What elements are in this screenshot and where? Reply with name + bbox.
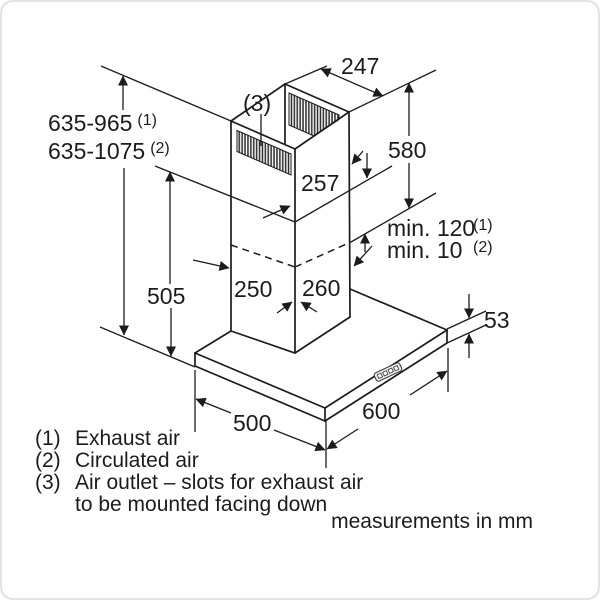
control-button	[382, 370, 389, 377]
dimension-labels: 247 (3) 635-965 (1) 635-1075 (2) 580 257 m…	[48, 53, 510, 436]
air-outlet-slots-left	[236, 129, 292, 176]
dim-label-257: 257	[301, 170, 339, 196]
legend-item-1-marker: (1)	[35, 427, 61, 450]
control-panel	[373, 362, 403, 382]
control-button	[387, 367, 394, 374]
legend-item-1-text: Exhaust air	[75, 427, 180, 450]
dim-value: min. 10	[387, 237, 462, 263]
dim-label-250: 250	[234, 276, 272, 302]
dim-label-total-height-2: 635-1075 (2)	[48, 138, 170, 164]
dim-ref: (2)	[150, 140, 170, 157]
dim-ref: (2)	[473, 239, 493, 256]
dimension-annotations	[99, 65, 487, 468]
dim-label-min-120: min. 120(1)	[387, 215, 493, 241]
units-note: measurements in mm	[331, 510, 533, 533]
legend: (1) Exhaust air (2) Circulated air (3) A…	[35, 427, 533, 533]
dim-arrow-247	[320, 68, 384, 97]
joint-pointer-arrow	[192, 259, 230, 271]
dim-label-500: 500	[233, 410, 271, 436]
dim-arrow-600-left	[326, 428, 359, 450]
dim-arrow-600-right	[409, 370, 448, 396]
chimney-joint-line	[154, 165, 296, 223]
control-button	[376, 372, 384, 379]
chimney-base-joint	[230, 316, 351, 354]
chimney-duct	[154, 83, 437, 354]
outlet-ref-label: (3)	[243, 90, 271, 116]
dim-label-600: 600	[362, 398, 400, 424]
dim-arrow-257-a	[351, 150, 364, 165]
dim-label-53: 53	[484, 307, 510, 333]
control-button	[392, 365, 400, 372]
legend-item-3-text: Air outlet – slots for exhaust air	[75, 471, 363, 494]
dim-value: 635-1075	[48, 138, 145, 164]
dim-value: min. 120	[387, 215, 475, 241]
dim-arrow-500-right	[273, 429, 326, 452]
legend-item-3-text-line2: to be mounted facing down	[75, 493, 327, 516]
dim-label-260: 260	[302, 275, 340, 301]
dim-label-247: 247	[341, 53, 379, 79]
legend-item-3-marker: (3)	[35, 471, 61, 494]
legend-item-2-marker: (2)	[35, 449, 61, 472]
dim-arrow-min-down	[353, 245, 373, 267]
joint-pointer-arrow	[262, 205, 291, 219]
dim-arrow-260	[300, 301, 318, 313]
dim-ref: (1)	[473, 217, 493, 234]
dim-label-min-10: min. 10 (2)	[387, 237, 493, 263]
dim-value: 635-965	[48, 110, 132, 136]
hood-body	[194, 288, 448, 422]
dim-arrow-500-left	[195, 397, 232, 414]
dim-label-505: 505	[147, 283, 185, 309]
dim-label-580: 580	[388, 137, 426, 163]
dim-arrow-250	[276, 301, 293, 314]
dim-label-total-height-1: 635-965 (1)	[48, 110, 157, 136]
dim-ref: (1)	[137, 112, 157, 129]
legend-item-2-text: Circulated air	[75, 449, 199, 472]
